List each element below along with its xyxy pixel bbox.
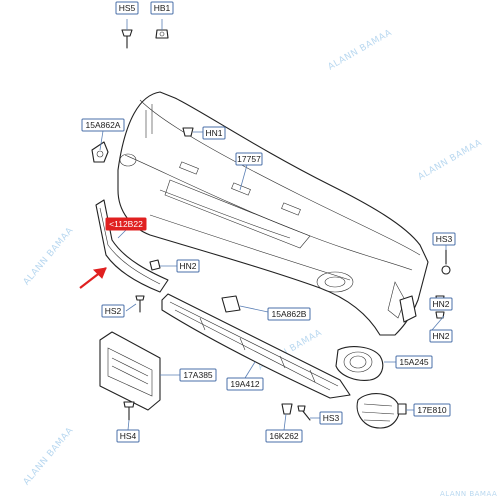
lower-grille-19A412-part xyxy=(161,293,351,399)
bracket-15A862B-part xyxy=(221,295,241,313)
label-15A862A[interactable]: 15A862A xyxy=(81,118,125,132)
svg-text:17A385: 17A385 xyxy=(183,370,213,380)
bumper-cover-part xyxy=(117,91,429,336)
label-15A862B[interactable]: 15A862B xyxy=(267,307,311,321)
svg-text:HS3: HS3 xyxy=(323,413,340,423)
svg-text:15A862B: 15A862B xyxy=(272,309,307,319)
label-19A412[interactable]: 19A412 xyxy=(226,377,264,391)
svg-text:15A245: 15A245 xyxy=(399,357,429,367)
label-15A245[interactable]: 15A245 xyxy=(395,355,433,369)
nut-HB1-icon xyxy=(155,29,169,39)
label-HS5[interactable]: HS5 xyxy=(115,1,139,15)
clip-16K262-icon xyxy=(281,403,293,415)
screw-HS2-icon xyxy=(135,295,145,313)
screw-HS3-bottom-icon xyxy=(297,405,311,421)
svg-text:17E810: 17E810 xyxy=(417,405,447,415)
bracket-right-part xyxy=(399,265,451,323)
label-17757[interactable]: 17757 xyxy=(235,152,263,166)
screw-HS4-icon xyxy=(123,401,135,421)
svg-text:17757: 17757 xyxy=(237,154,261,164)
svg-text:HS5: HS5 xyxy=(119,3,136,13)
svg-text:15A862A: 15A862A xyxy=(86,120,121,130)
svg-text:16K262: 16K262 xyxy=(269,431,299,441)
label-17E810[interactable]: 17E810 xyxy=(413,403,451,417)
highlight-arrow-icon xyxy=(79,267,107,289)
label-HB1[interactable]: HB1 xyxy=(150,1,174,15)
watermark-top-right: ALANN BAMAA xyxy=(327,28,395,73)
label-HS4[interactable]: HS4 xyxy=(116,429,140,443)
label-HS2[interactable]: HS2 xyxy=(101,304,125,318)
svg-text:19A412: 19A412 xyxy=(230,379,260,389)
clip-HN2-left-icon xyxy=(149,259,161,271)
fog-lamp-17E810-part xyxy=(356,393,407,429)
label-HN2-right-a[interactable]: HN2 xyxy=(429,297,453,311)
watermark-left: ALANN BAMAA xyxy=(22,225,76,287)
leader-lines xyxy=(99,19,447,431)
svg-text:HN2: HN2 xyxy=(179,261,196,271)
svg-text:HN2: HN2 xyxy=(432,299,449,309)
watermark-bottom-left: ALANN BAMAA xyxy=(22,425,76,487)
svg-text:HS4: HS4 xyxy=(120,431,137,441)
label-HN2-left[interactable]: HN2 xyxy=(176,259,200,273)
watermark-right: ALANN BAMAA xyxy=(417,138,485,183)
label-HN1[interactable]: HN1 xyxy=(202,126,226,140)
clip-HN1-icon xyxy=(182,127,194,137)
screw-HS5-icon xyxy=(121,29,133,49)
svg-text:HN1: HN1 xyxy=(205,128,222,138)
label-16K262[interactable]: 16K262 xyxy=(265,429,303,443)
svg-text:HB1: HB1 xyxy=(154,3,171,13)
label-HS3-right[interactable]: HS3 xyxy=(432,232,456,246)
fog-bezel-15A245-part xyxy=(335,346,384,381)
svg-text:HS3: HS3 xyxy=(436,234,453,244)
label-112B22[interactable]: <112B22 xyxy=(105,217,147,231)
label-17A385[interactable]: 17A385 xyxy=(179,368,217,382)
label-HN2-right-b[interactable]: HN2 xyxy=(429,329,453,343)
svg-text:<112B22: <112B22 xyxy=(109,219,143,229)
side-trim-112B22-part xyxy=(95,199,169,293)
bracket-15A862A-part xyxy=(91,141,109,163)
label-HS3-bottom[interactable]: HS3 xyxy=(319,411,343,425)
plate-bracket-17A385-part xyxy=(99,331,161,411)
svg-text:HN2: HN2 xyxy=(432,331,449,341)
svg-text:HS2: HS2 xyxy=(105,306,122,316)
watermark-corner: ALANN BAMAA xyxy=(440,490,497,498)
clip-HN2-right-b-icon xyxy=(435,311,445,319)
